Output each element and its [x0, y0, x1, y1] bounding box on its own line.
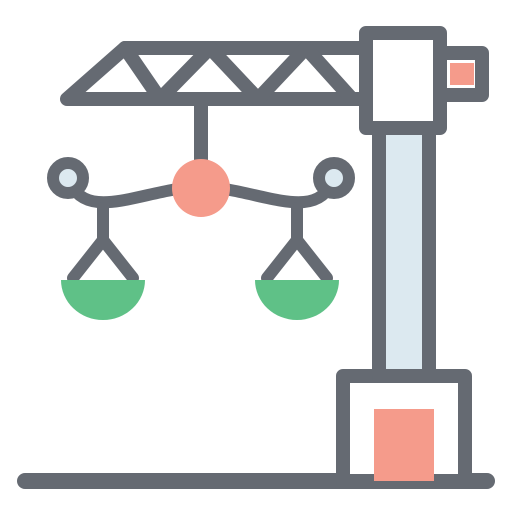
left-pan-bowl [61, 280, 145, 320]
right-scale-pan [255, 202, 339, 320]
right-pan-bowl [255, 280, 339, 320]
crane-mast [372, 121, 436, 383]
jib-zigzag [118, 41, 359, 106]
base-accent-panel [374, 409, 434, 481]
hook-ball [172, 159, 230, 217]
counterweight-accent [450, 63, 474, 85]
left-hanger-chains [67, 234, 139, 284]
operator-cab [359, 26, 447, 135]
left-scale-pan [61, 202, 145, 320]
left-pivot-ring [47, 157, 89, 199]
jib-truss [60, 41, 373, 106]
right-pivot-ring [313, 157, 355, 199]
right-hanger-chains [261, 234, 333, 284]
